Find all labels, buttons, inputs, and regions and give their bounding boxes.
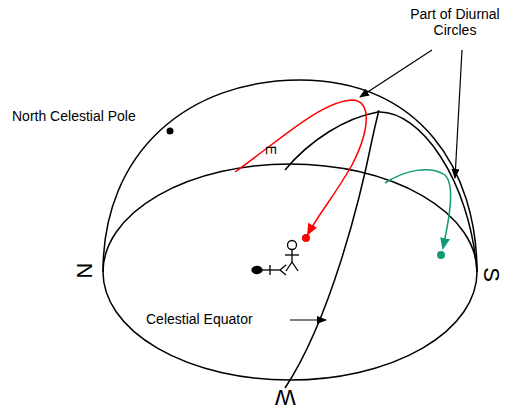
pole-label: North Celestial Pole [12,108,136,124]
celestial-equator-curve [285,111,379,388]
callout-label: Part of Diurnal Circles [400,6,510,38]
leader-line [360,50,432,97]
diurnal-circle-red [235,100,366,234]
equator-label: Celestial Equator [146,311,253,327]
observer-figure [285,241,299,272]
direction-letter: N [71,263,96,279]
leader-line [290,319,326,320]
meridian-arc [285,112,477,272]
pole-dot [167,128,174,135]
celestial-dome [103,80,477,272]
direction-letter: E [263,145,279,154]
leader-line [455,50,462,178]
direction-letter: W [275,385,296,410]
star-dot-green [437,251,445,259]
star-dot-red [302,234,310,242]
direction-letter: S [479,267,504,282]
horizon [103,164,477,380]
diurnal-circle-green [385,170,451,248]
lying-figure [252,265,286,275]
